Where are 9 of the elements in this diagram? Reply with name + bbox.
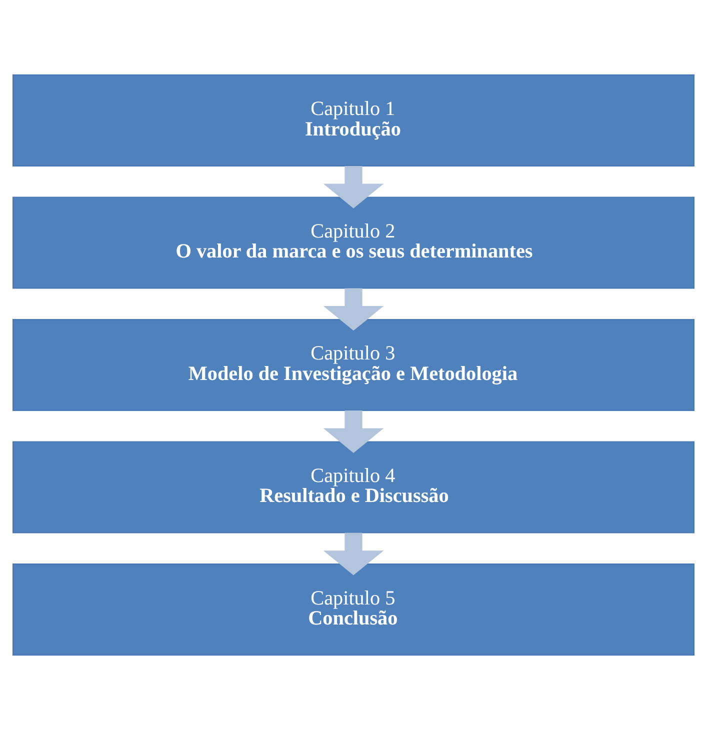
arrow	[323, 288, 384, 330]
arrow	[323, 532, 384, 575]
node-box: Capitulo 5 Conclusão	[12, 563, 695, 656]
node-box: Capitulo 3 Modelo de Investigação e Metodologia	[12, 318, 695, 411]
arrow	[323, 165, 384, 208]
node-box: Capitulo 2 O valor da marca e os seus determinantes	[12, 196, 695, 288]
node-box: Capitulo 1 Introdução	[12, 74, 695, 166]
node-box: Capitulo 4 Resultado e Discussão	[12, 440, 695, 533]
arrow	[323, 410, 384, 452]
